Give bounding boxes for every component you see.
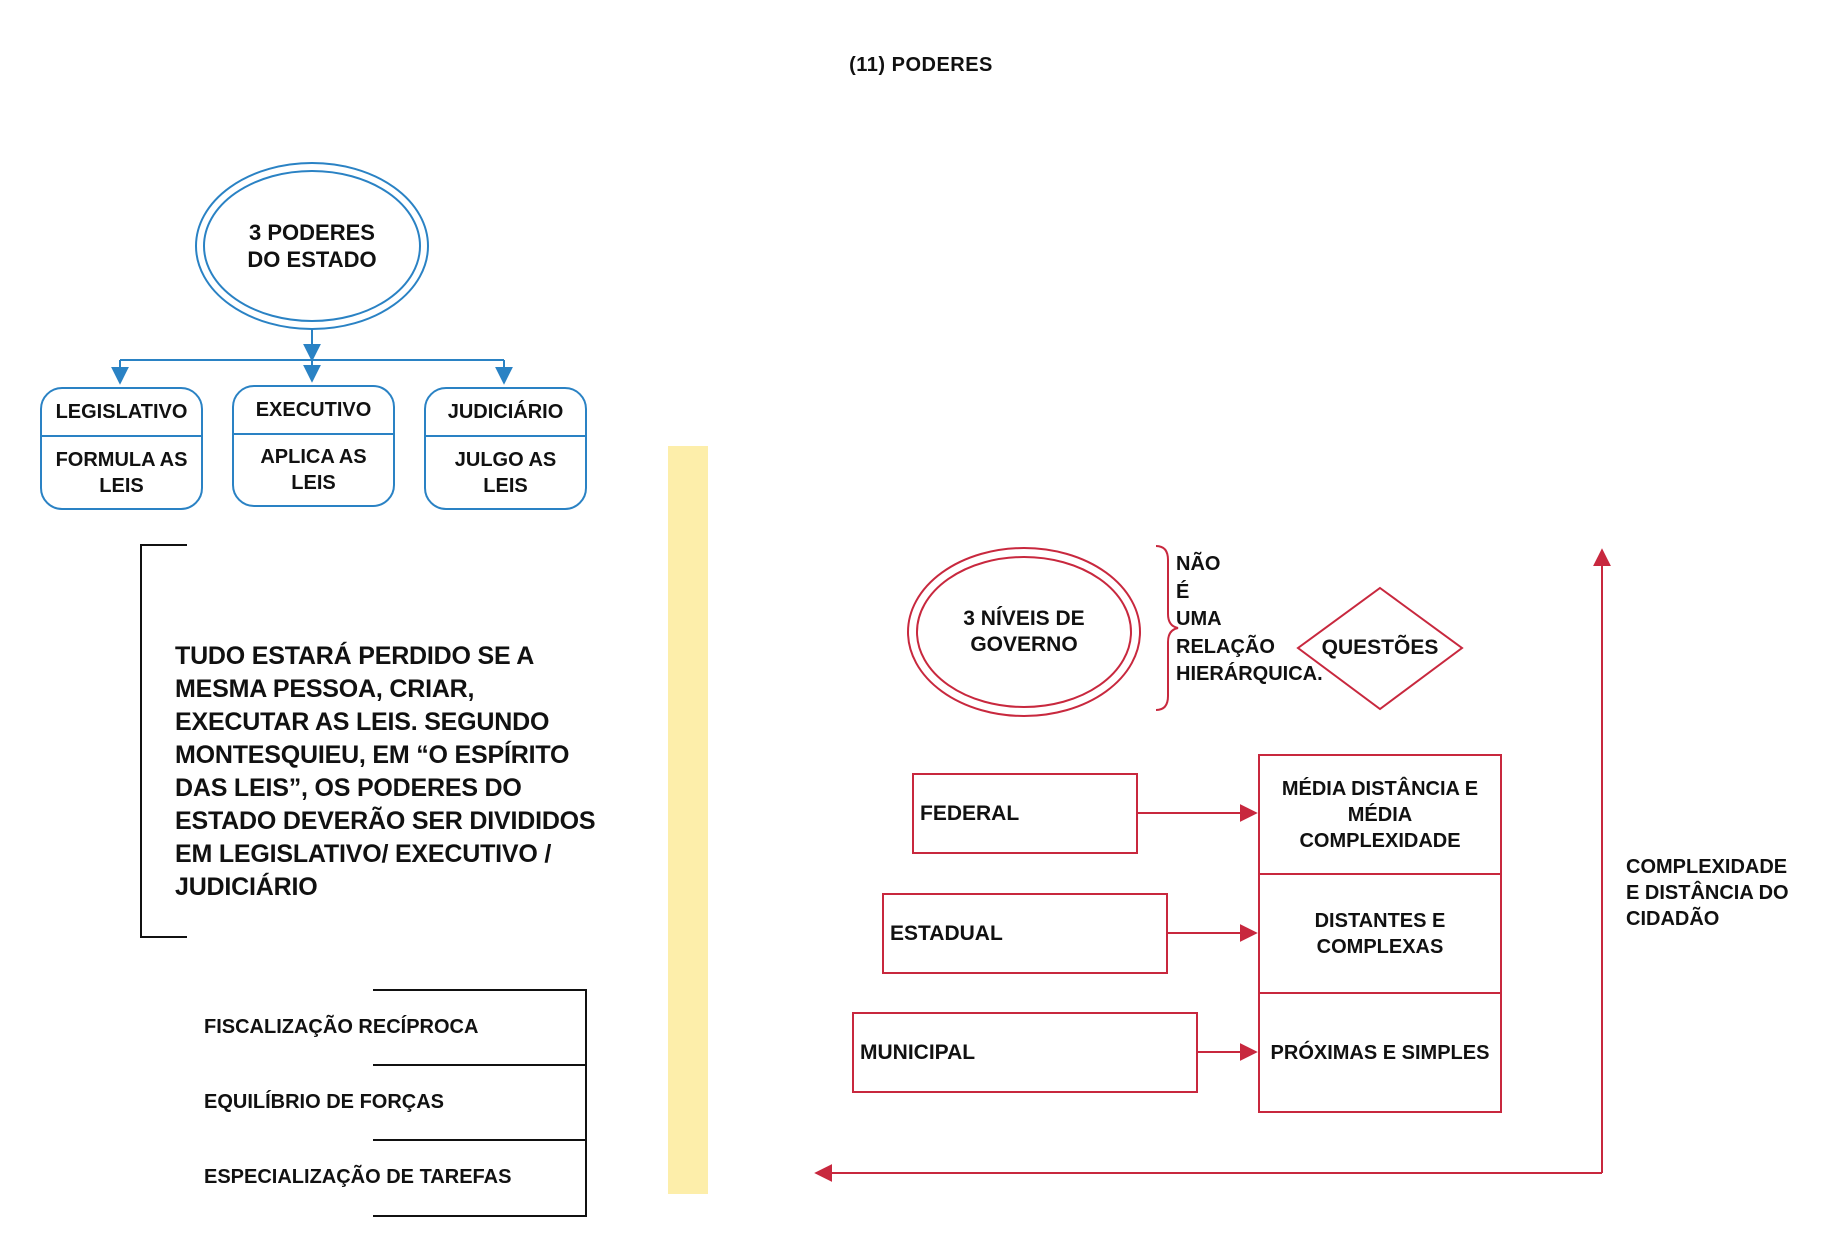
principle-item: ESPECIALIZAÇÃO DE TAREFAS (204, 1165, 512, 1188)
montesquieu-quote: TUDO ESTARÁ PERDIDO SE A MESMA PESSOA, C… (175, 642, 596, 901)
poderes-oval-inner (203, 170, 421, 322)
branch-judiciario: JUDICIÁRIO JULGO AS LEIS (424, 387, 587, 510)
branch-name: LEGISLATIVO (42, 389, 201, 437)
branch-desc: FORMULA AS LEIS (55, 448, 188, 497)
quote-bracket (140, 544, 187, 938)
level-desc-estadual: DISTANTES E COMPLEXAS (1258, 873, 1502, 994)
branch-legislativo: LEGISLATIVO FORMULA AS LEIS (40, 387, 203, 510)
branch-executivo: EXECUTIVO APLICA AS LEIS (232, 385, 395, 507)
principles-bracket (373, 989, 587, 1217)
principle-item: EQUILÍBRIO DE FORÇAS (204, 1090, 445, 1113)
divider-bar (668, 446, 708, 1194)
principle-item: FISCALIZAÇÃO RECÍPROCA (204, 1015, 479, 1038)
level-municipal: MUNICIPAL (852, 1012, 1198, 1093)
questoes-diamond (1296, 586, 1464, 711)
axis-label: COMPLEXIDADE E DISTÂNCIA DO CIDADÃO (1626, 856, 1789, 930)
niveis-oval-inner (916, 556, 1132, 708)
level-estadual: ESTADUAL (882, 893, 1168, 974)
poderes-central-label: 3 PODERES DO ESTADO (247, 219, 377, 273)
level-desc-federal: MÉDIA DISTÂNCIA E MÉDIA COMPLEXIDADE (1258, 754, 1502, 875)
hierarchy-note: NÃO É UMA RELAÇÃO HIERÁRQUICA. (1176, 553, 1323, 686)
branch-desc: APLICA AS LEIS (260, 446, 367, 494)
niveis-central-label: 3 NÍVEIS DE GOVERNO (963, 606, 1085, 656)
level-desc-municipal: PRÓXIMAS E SIMPLES (1258, 992, 1502, 1113)
branch-desc: JULGO AS LEIS (454, 448, 557, 497)
branch-name: JUDICIÁRIO (426, 389, 585, 437)
level-federal: FEDERAL (912, 773, 1138, 854)
page-title: (11) PODERES (849, 54, 993, 76)
branch-name: EXECUTIVO (234, 387, 393, 435)
niveis-oval-outer (907, 547, 1141, 717)
questoes-label[interactable]: QUESTÕES (1321, 635, 1439, 659)
note-brace (1155, 545, 1179, 711)
